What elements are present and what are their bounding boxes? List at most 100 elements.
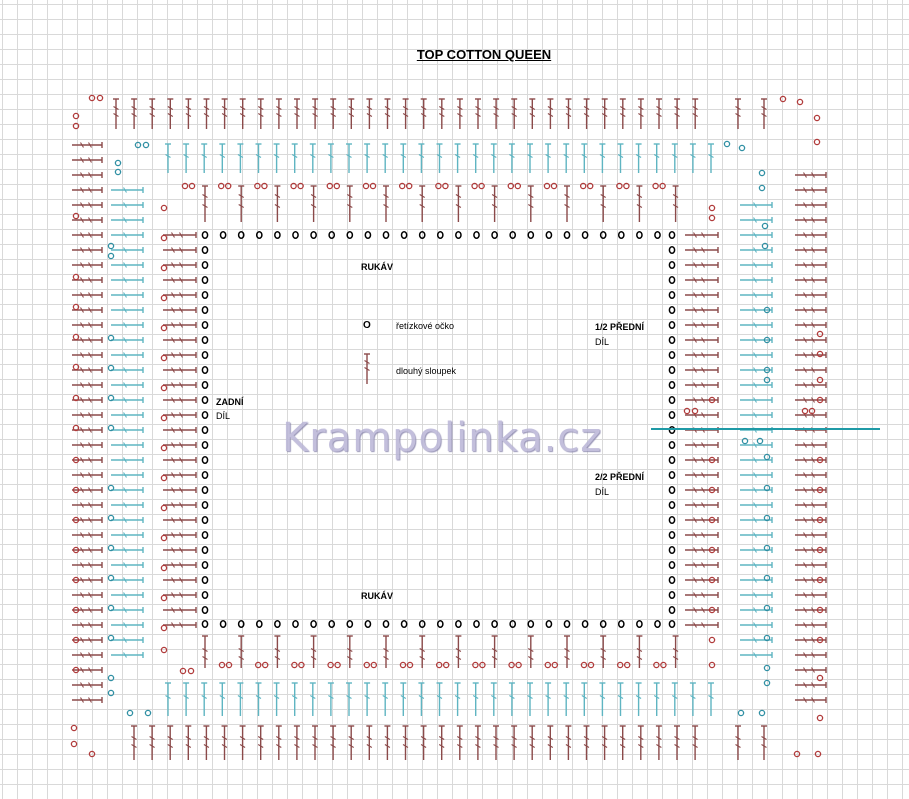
ring-icon xyxy=(816,516,824,524)
long-treble-stitch-icon xyxy=(795,622,827,628)
long-treble-stitch-icon xyxy=(685,502,719,508)
long-treble-stitch-icon xyxy=(183,682,190,716)
long-treble-stitch-icon xyxy=(348,98,355,129)
long-treble-stitch-icon xyxy=(383,185,389,222)
ring-icon xyxy=(472,661,479,669)
ring-icon xyxy=(737,709,745,717)
long-treble-stitch-icon xyxy=(438,98,445,129)
ring-icon xyxy=(763,514,771,522)
long-treble-stitch-icon xyxy=(740,532,773,538)
long-treble-stitch-icon xyxy=(257,725,264,760)
chain-stitch-icon xyxy=(668,380,676,390)
chain-stitch-icon xyxy=(328,230,336,240)
long-treble-stitch-icon xyxy=(201,682,208,716)
long-treble-stitch-icon xyxy=(72,442,103,448)
long-treble-stitch-icon xyxy=(740,412,773,418)
long-treble-stitch-icon xyxy=(111,487,144,493)
ring-icon xyxy=(652,182,659,190)
long-treble-stitch-icon xyxy=(529,98,536,129)
ring-icon xyxy=(160,444,168,452)
ring-icon xyxy=(72,112,80,120)
chain-stitch-icon xyxy=(668,260,676,270)
ring-icon xyxy=(442,182,449,190)
chain-stitch-icon xyxy=(668,500,676,510)
long-treble-stitch-icon xyxy=(111,502,144,508)
label-predni-1: 1/2 PŘEDNÍ xyxy=(595,322,645,332)
long-treble-stitch-icon xyxy=(740,262,773,268)
long-treble-stitch-icon xyxy=(529,725,536,760)
long-treble-stitch-icon xyxy=(740,307,773,313)
ring-icon xyxy=(813,114,821,122)
long-treble-stitch-icon xyxy=(685,472,719,478)
long-treble-stitch-icon xyxy=(420,98,427,129)
long-treble-stitch-icon xyxy=(474,725,481,760)
ring-icon xyxy=(160,534,168,542)
legend-treble-text: dlouhý sloupek xyxy=(396,366,457,376)
long-treble-stitch-icon xyxy=(740,337,773,343)
ring-icon xyxy=(801,407,809,415)
ring-icon xyxy=(114,168,122,176)
long-treble-stitch-icon xyxy=(653,682,660,716)
ring-icon xyxy=(107,689,115,697)
ring-icon xyxy=(107,424,115,432)
ring-icon xyxy=(796,98,804,106)
chain-stitch-icon xyxy=(527,619,535,629)
chain-stitch-icon xyxy=(473,619,480,629)
ring-icon xyxy=(398,182,406,190)
long-treble-stitch-icon xyxy=(655,725,662,760)
long-treble-stitch-icon xyxy=(330,725,337,760)
long-treble-stitch-icon xyxy=(672,635,679,668)
long-treble-stitch-icon xyxy=(583,725,590,760)
long-treble-stitch-icon xyxy=(72,292,103,298)
long-treble-stitch-icon xyxy=(672,185,679,222)
long-treble-stitch-icon xyxy=(527,185,534,222)
ring-icon xyxy=(107,634,115,642)
long-treble-stitch-icon xyxy=(221,725,228,760)
ring-icon xyxy=(160,384,168,392)
long-treble-stitch-icon xyxy=(163,292,197,298)
ring-icon xyxy=(126,709,134,717)
long-treble-stitch-icon xyxy=(740,217,773,223)
long-treble-stitch-icon xyxy=(327,143,334,173)
chain-stitch-icon xyxy=(668,545,676,555)
long-treble-stitch-icon xyxy=(384,98,391,129)
long-treble-stitch-icon xyxy=(685,592,719,598)
ring-icon xyxy=(653,661,660,669)
long-treble-stitch-icon xyxy=(111,412,144,418)
chain-stitch-icon xyxy=(581,619,589,629)
chain-stitch-icon xyxy=(201,410,209,420)
ring-icon xyxy=(478,182,485,190)
ring-icon xyxy=(179,667,187,675)
long-treble-stitch-icon xyxy=(131,725,137,760)
long-treble-stitch-icon xyxy=(735,98,741,129)
chain-stitch-icon xyxy=(599,619,607,629)
long-treble-stitch-icon xyxy=(72,487,103,493)
long-treble-stitch-icon xyxy=(111,352,144,358)
long-treble-stitch-icon xyxy=(508,682,515,716)
long-treble-stitch-icon xyxy=(309,143,316,173)
long-treble-stitch-icon xyxy=(291,682,298,716)
ring-icon xyxy=(114,159,122,167)
long-treble-stitch-icon xyxy=(72,547,103,553)
long-treble-stitch-icon xyxy=(294,98,300,129)
long-treble-stitch-icon xyxy=(685,607,719,613)
ring-icon xyxy=(72,122,80,130)
chain-stitch-icon xyxy=(654,230,661,240)
long-treble-stitch-icon xyxy=(111,247,144,253)
long-treble-stitch-icon xyxy=(635,682,642,716)
ring-icon xyxy=(616,182,623,190)
ring-icon xyxy=(72,273,80,281)
long-treble-stitch-icon xyxy=(72,502,103,508)
long-treble-stitch-icon xyxy=(600,635,607,668)
chain-stitch-icon xyxy=(201,320,209,330)
long-treble-stitch-icon xyxy=(795,637,827,643)
long-treble-stitch-icon xyxy=(689,682,696,716)
ring-icon xyxy=(763,376,771,384)
long-treble-stitch-icon xyxy=(735,725,741,760)
ring-icon xyxy=(816,376,824,384)
long-treble-stitch-icon xyxy=(795,292,827,298)
ring-icon xyxy=(763,679,771,687)
ring-icon xyxy=(471,182,478,190)
long-treble-stitch-icon xyxy=(740,367,773,373)
